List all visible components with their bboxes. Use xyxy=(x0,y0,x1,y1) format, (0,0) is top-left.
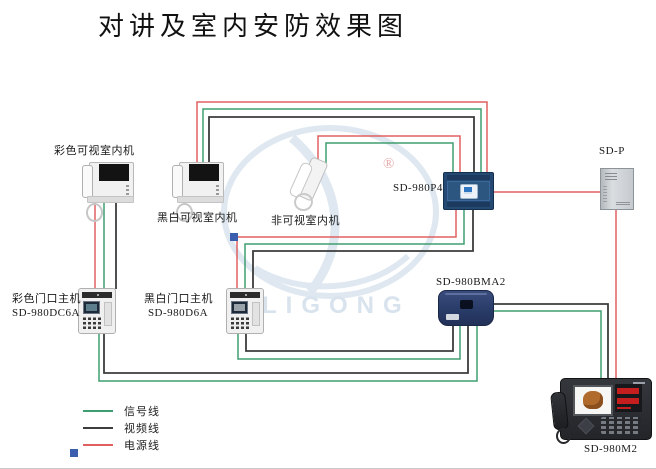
blue-marker xyxy=(230,233,238,241)
manager-status-panel xyxy=(615,384,642,412)
device-sd980p4-controller xyxy=(443,172,494,210)
door-station-keypad xyxy=(231,316,249,329)
adapter-port xyxy=(460,300,473,309)
wire-signal-top-outer xyxy=(202,108,482,173)
manager-red-display xyxy=(617,388,639,394)
controller-top-strip xyxy=(447,175,490,180)
legend-swatch-signal xyxy=(83,410,113,412)
manager-keypad xyxy=(601,417,641,434)
label-color-indoor-unit: 彩色可视室内机 xyxy=(54,145,135,157)
device-sdp-power-supply xyxy=(600,168,634,210)
indoor-unit-handset xyxy=(82,165,93,198)
label-color-door-name: 彩色门口主机 xyxy=(12,293,81,305)
adapter-label-tag xyxy=(446,314,459,320)
door-station-screen-inner xyxy=(234,304,245,311)
blue-marker xyxy=(70,449,78,457)
door-station-keypad xyxy=(83,316,101,329)
wire-signal-top-inner xyxy=(325,142,454,173)
indoor-unit-cord-loop xyxy=(86,203,103,222)
indoor-unit-base xyxy=(87,196,134,203)
legend-item-power: 电源线 xyxy=(83,437,160,453)
label-bw-door-station: 黑白门口主机 SD-980D6A xyxy=(144,292,213,320)
door-station-camera xyxy=(245,294,247,296)
watermark-brand-text: LIGONG xyxy=(262,292,411,319)
door-station-screen xyxy=(231,301,248,314)
manager-cord-loop xyxy=(556,428,571,444)
controller-display-icon xyxy=(460,184,478,199)
door-station-speaker-strip xyxy=(82,292,112,298)
device-audio-indoor-unit xyxy=(288,156,334,214)
wire-power-top-outer xyxy=(196,101,488,173)
label-sd980p4: SD-980P4 xyxy=(393,182,443,194)
door-station-speaker-strip xyxy=(230,292,260,298)
wire-video-top-outer xyxy=(208,116,475,173)
wire-signal-bus-colordoor xyxy=(98,324,478,382)
wire-video-bus-colordoor xyxy=(103,324,469,374)
manager-speaker xyxy=(577,417,595,435)
device-bw-door-station xyxy=(226,288,264,334)
door-station-side-buttons xyxy=(252,302,260,326)
manager-screen-picture xyxy=(583,391,603,409)
indoor-unit-buttons xyxy=(216,184,219,195)
legend-item-video: 视频线 xyxy=(83,420,160,436)
legend-label-video: 视频线 xyxy=(124,423,160,435)
label-bw-door-model: SD-980D6A xyxy=(147,307,209,319)
indoor-unit-base xyxy=(177,196,224,203)
wire-video-to-manager xyxy=(491,303,609,380)
wire-video-middle xyxy=(252,207,474,289)
wire-signal-to-manager xyxy=(491,310,602,380)
manager-red-display xyxy=(617,398,639,404)
door-station-camera xyxy=(97,294,99,296)
door-station-side-buttons xyxy=(104,302,112,326)
wire-video-bus-bwdoor xyxy=(245,324,454,352)
manager-body xyxy=(560,378,652,440)
manager-screen xyxy=(573,385,613,416)
registered-trademark-icon: ® xyxy=(383,156,395,172)
wire-signal-middle xyxy=(244,207,465,289)
label-bw-door-name: 黑白门口主机 xyxy=(144,293,213,305)
door-station-screen xyxy=(83,301,100,314)
manager-red-indicator xyxy=(617,407,631,409)
page-title: 对讲及室内安防效果图 xyxy=(98,12,409,41)
label-sd980m2: SD-980M2 xyxy=(584,443,638,455)
device-bw-indoor-unit xyxy=(172,162,224,222)
label-color-door-station: 彩色门口主机 SD-980DC6A xyxy=(12,292,81,320)
wire-power-top-inner xyxy=(317,135,461,173)
indoor-unit-buttons xyxy=(126,184,129,195)
psu-label-print xyxy=(616,202,630,205)
controller-glyph xyxy=(464,187,472,194)
legend-swatch-power xyxy=(83,444,113,446)
label-bw-indoor-unit: 黑白可视室内机 xyxy=(157,212,238,224)
label-sdp: SD-P xyxy=(599,145,625,157)
manager-brand-print xyxy=(633,382,645,384)
label-color-door-model: SD-980DC6A xyxy=(12,307,80,319)
controller-bottom-strip xyxy=(447,202,490,207)
device-sd980m2-manager xyxy=(550,376,654,444)
legend-swatch-video xyxy=(83,427,113,429)
legend-item-signal: 信号线 xyxy=(83,403,160,419)
legend-label-signal: 信号线 xyxy=(124,406,160,418)
wire-signal-bus-bwdoor xyxy=(237,324,461,360)
indoor-unit-screen xyxy=(99,164,129,181)
label-audio-indoor-unit: 非可视室内机 xyxy=(271,215,340,227)
label-sd980bma2: SD-980BMA2 xyxy=(436,276,506,288)
psu-vent-slots xyxy=(603,184,607,202)
psu-print xyxy=(605,172,617,180)
device-color-door-station xyxy=(78,288,116,334)
device-sd980bma2-adapter xyxy=(438,290,494,326)
indoor-unit-cord-loop xyxy=(176,203,193,222)
device-color-indoor-unit xyxy=(82,162,134,222)
indoor-unit-handset xyxy=(172,165,183,198)
wire-power-middle xyxy=(236,207,457,289)
door-station-screen-inner xyxy=(86,304,97,311)
adapter-highlight xyxy=(445,293,487,295)
legend-label-power: 电源线 xyxy=(124,440,160,452)
indoor-unit-screen xyxy=(189,164,219,181)
